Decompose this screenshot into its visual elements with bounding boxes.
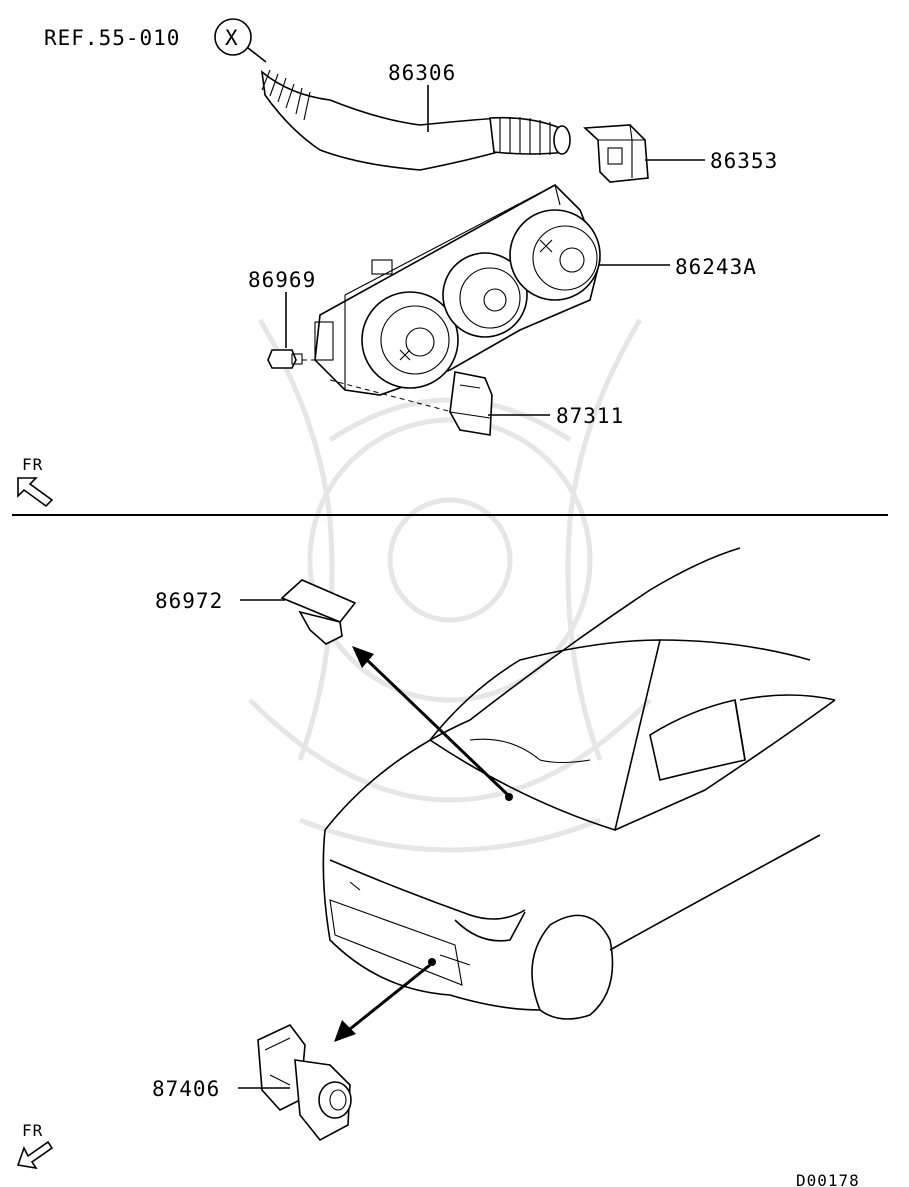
- part-label-86972: 86972: [155, 589, 223, 613]
- vehicle-outline: [322, 547, 836, 1020]
- part-label-86306: 86306: [388, 61, 456, 85]
- part-label-87406: 87406: [152, 1077, 220, 1101]
- diagram-code: D00178: [796, 1171, 860, 1187]
- part-label-86969: 86969: [248, 268, 316, 292]
- ref-circle-letter: X: [225, 26, 239, 50]
- direction-label-bottom: FR: [22, 1121, 43, 1140]
- ref-circle: [214, 18, 252, 56]
- arrowhead-87406-icon: [334, 1020, 356, 1042]
- part-87311-sensor: [449, 371, 493, 436]
- pointer-arrow-87406: [344, 963, 431, 1035]
- part-86353-connector: [583, 124, 649, 183]
- direction-label-top: FR: [22, 455, 43, 474]
- part-label-86353: 86353: [710, 149, 778, 173]
- part-label-87311: 87311: [556, 404, 624, 428]
- mount-point-87406: [428, 958, 436, 966]
- part-86972-sunload-sensor: [280, 579, 357, 645]
- ref-label: REF.55-010: [44, 26, 180, 50]
- watermark-emblem: [248, 318, 652, 853]
- sensor-dashline: [329, 379, 453, 413]
- pointer-arrow-86972: [363, 656, 510, 797]
- part-86306-duct: [260, 69, 571, 171]
- direction-arrow-top-icon: [17, 477, 54, 508]
- part-label-86243a: 86243A: [675, 255, 757, 279]
- part-86243a-heater-control: [314, 184, 601, 396]
- arrowhead-86972-icon: [352, 646, 374, 668]
- ref-leader-line: [247, 47, 267, 63]
- part-86969-screw: [267, 349, 303, 369]
- part-87406-ambient-sensor: [257, 1023, 352, 1142]
- mount-point-86972: [505, 793, 513, 801]
- direction-arrow-bottom-icon: [16, 1140, 54, 1170]
